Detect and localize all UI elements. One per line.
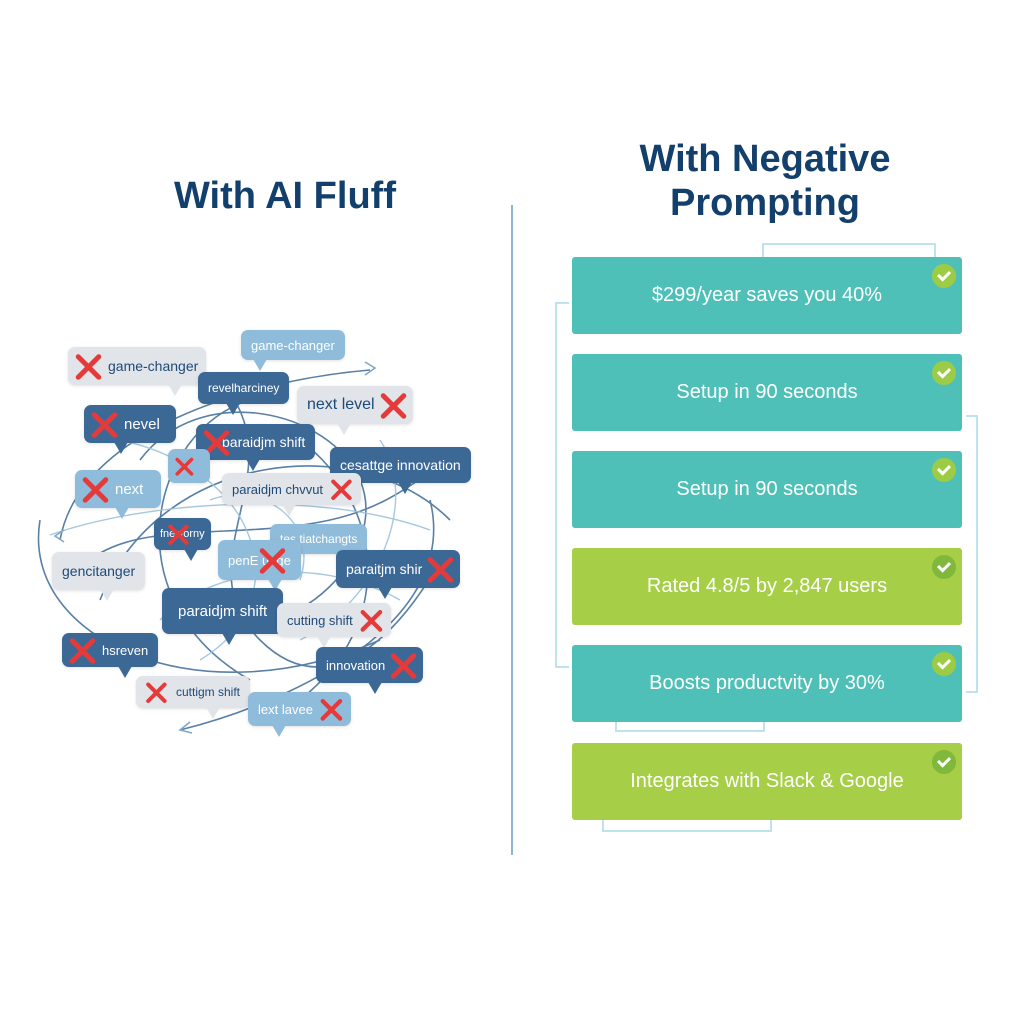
checkmark-icon xyxy=(932,750,956,774)
bubble-text: next xyxy=(115,480,144,498)
fluff-bubble: paraidjm shift xyxy=(162,588,284,645)
bubble-text: cuttigm shift xyxy=(176,685,241,699)
fluff-bubble: next level xyxy=(297,386,413,435)
left-panel-title: With AI Fluff xyxy=(174,175,396,217)
x-mark-icon xyxy=(389,651,417,679)
x-mark-icon xyxy=(145,681,167,703)
arrow-head-icon xyxy=(53,529,65,543)
checkmark-icon xyxy=(932,458,956,482)
tangled-lines xyxy=(37,361,471,734)
benefit-card: Setup in 90 seconds xyxy=(572,354,962,431)
card-text: $299/year saves you 40% xyxy=(651,284,883,306)
connector-bracket xyxy=(762,243,936,259)
benefit-card: $299/year saves you 40% xyxy=(572,257,962,334)
fluff-bubble: cutting shift xyxy=(277,603,391,648)
fluff-bubble: cuttigm shift xyxy=(136,676,251,719)
fluff-bubble: lext lavee xyxy=(248,692,351,737)
fluff-bubble: revelharciney xyxy=(198,372,290,415)
bubble-text: paraidjm shift xyxy=(178,602,268,620)
bubble-text: gencitanger xyxy=(62,563,136,579)
card-text: Boosts productvity by 30% xyxy=(649,672,885,694)
x-mark-icon xyxy=(68,636,96,664)
card-text: Integrates with Slack & Google xyxy=(630,770,904,792)
fluff-bubble xyxy=(168,449,210,483)
x-mark-icon xyxy=(81,475,109,503)
bubble-text: lext lavee xyxy=(258,701,313,717)
bubble-text: revelharciney xyxy=(208,381,280,395)
bubble-text: cesattge innovation xyxy=(340,457,461,473)
x-mark-icon xyxy=(74,352,102,380)
bubble-text: paraidjm chvvut xyxy=(232,481,324,497)
connector-bracket xyxy=(615,722,765,732)
fluff-bubble: paraidjm chvvut xyxy=(222,473,362,516)
benefit-card: Boosts productvity by 30% xyxy=(572,645,962,722)
x-mark-icon xyxy=(379,391,407,419)
bubble-text: hsreven xyxy=(102,642,149,658)
bubble-text: innovation xyxy=(326,657,386,673)
bubble-text: nevel xyxy=(124,415,160,433)
checkmark-icon xyxy=(932,264,956,288)
x-mark-icon xyxy=(167,523,189,545)
x-mark-icon xyxy=(258,546,286,574)
fluff-bubble: nevel xyxy=(84,405,176,454)
arrow-head-icon xyxy=(178,721,193,734)
right-title-line-2: Prompting xyxy=(670,182,860,224)
benefit-card: Setup in 90 seconds xyxy=(572,451,962,528)
bubble-text: paraidjm shift xyxy=(222,434,306,450)
x-mark-icon xyxy=(330,478,352,500)
checkmark-icon xyxy=(932,652,956,676)
connector-bracket xyxy=(602,820,772,832)
fluff-bubble: gencitanger xyxy=(52,552,146,601)
card-text: Setup in 90 seconds xyxy=(676,478,858,500)
x-mark-icon xyxy=(319,697,343,721)
fluff-bubble: paraitjm shir xyxy=(336,550,461,599)
x-mark-icon xyxy=(90,410,118,438)
card-text: Setup in 90 seconds xyxy=(676,381,858,403)
card-text: Rated 4.8/5 by 2,847 users xyxy=(646,575,888,597)
connector-bracket xyxy=(555,302,569,668)
fluff-bubble: next xyxy=(75,470,161,519)
fluff-bubble: game-changer xyxy=(68,347,206,396)
center-divider xyxy=(511,205,513,855)
fluff-bubble: fneworny xyxy=(154,518,211,561)
benefit-card: Rated 4.8/5 by 2,847 users xyxy=(572,548,962,625)
benefit-card: Integrates with Slack & Google xyxy=(572,743,962,820)
x-mark-icon xyxy=(359,608,383,632)
checkmark-icon xyxy=(932,555,956,579)
bubble-text: game-changer xyxy=(108,358,199,374)
x-mark-icon xyxy=(426,555,454,583)
fluff-bubble: paraidjm shift xyxy=(196,424,316,471)
fluff-bubble: innovation xyxy=(316,647,424,694)
fluff-bubble: hsreven xyxy=(62,633,159,678)
bubble-text: game-changer xyxy=(251,337,335,353)
bubble-text: paraitjm shir xyxy=(346,561,423,577)
connector-bracket xyxy=(966,415,978,693)
fluff-bubble: game-changer xyxy=(241,330,345,371)
bubble-text: next level xyxy=(307,396,375,413)
bubble-text: cutting shift xyxy=(287,612,353,628)
x-mark-icon xyxy=(174,456,194,476)
checkmark-icon xyxy=(932,361,956,385)
right-title-line-1: With Negative xyxy=(639,138,891,180)
fluff-bubble: penE unge xyxy=(218,540,301,591)
arrow-head-icon xyxy=(364,361,377,376)
right-panel-title: With Negative Prompting xyxy=(560,137,970,225)
